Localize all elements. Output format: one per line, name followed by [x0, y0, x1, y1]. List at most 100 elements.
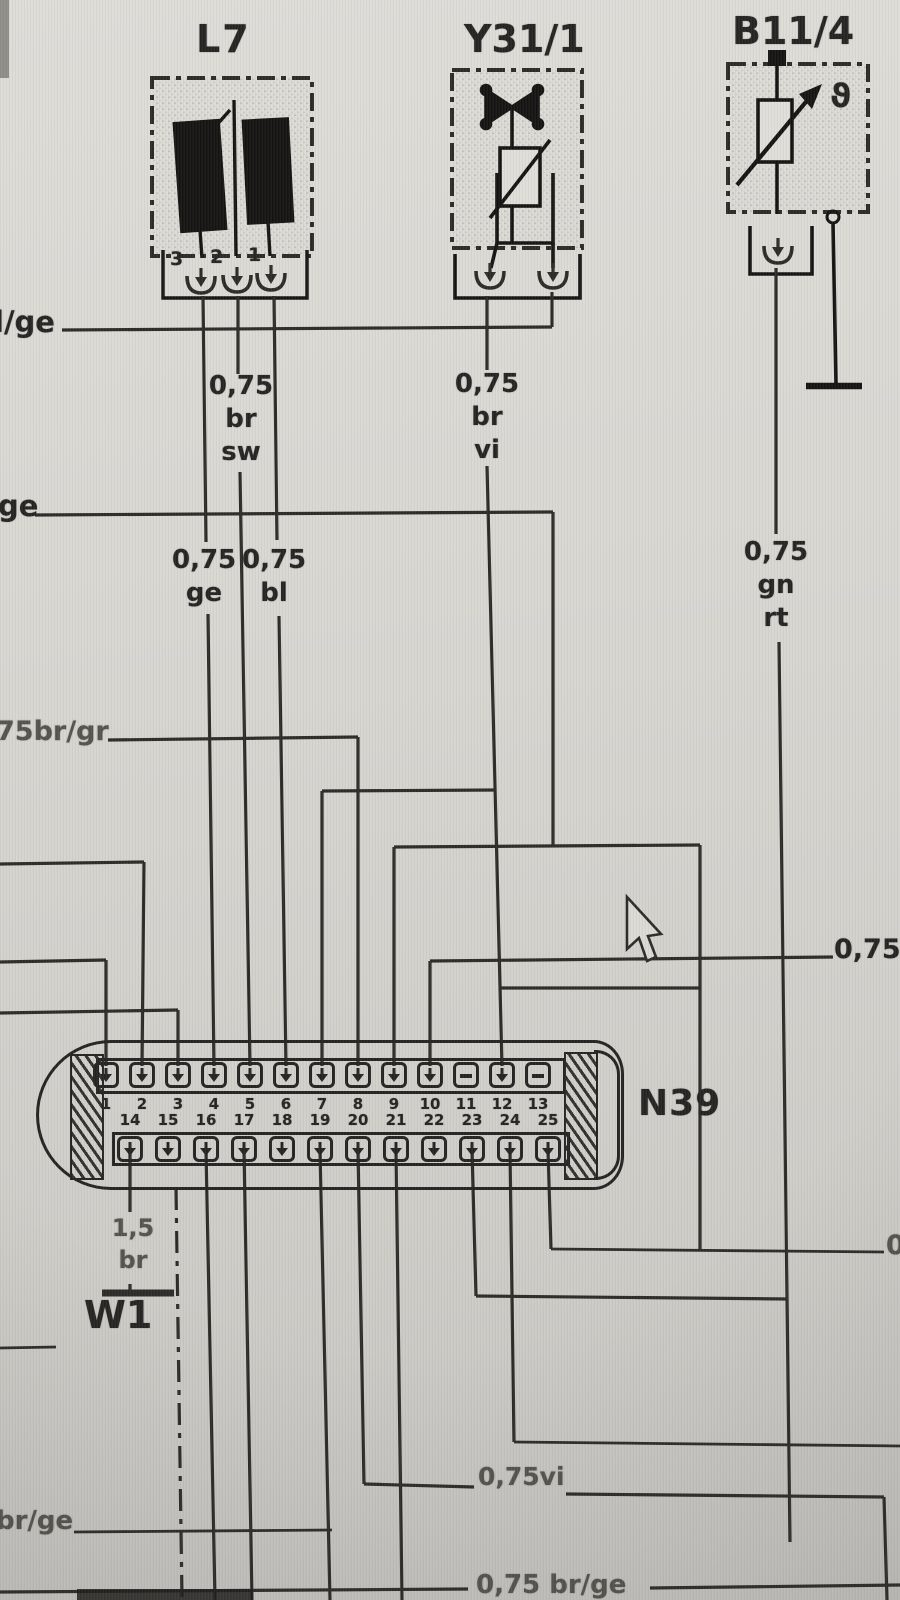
bottom-pin-socket	[383, 1136, 409, 1162]
edge-label-br-ge: br/ge	[0, 1506, 74, 1536]
wire-label-line: gn	[757, 570, 795, 600]
bottom-pin-number: 15	[157, 1111, 179, 1129]
top-pin-socket	[129, 1062, 155, 1088]
wire-label-line: vi	[474, 435, 500, 465]
ground-label-w1: W1	[84, 1293, 153, 1337]
pin-arrow-icon	[314, 1142, 326, 1157]
top-pin-number: 8	[352, 1095, 364, 1113]
mouse-cursor	[625, 893, 664, 963]
wire-label-075-br-ge: 0,75 br/ge	[476, 1570, 627, 1600]
top-pin-number: 13	[527, 1095, 549, 1113]
pin-arrow-icon	[460, 1068, 472, 1083]
wire-label-line: 0,75	[743, 537, 809, 567]
top-pin-number: 10	[419, 1095, 441, 1113]
wire-label-line: 0,75	[208, 371, 274, 401]
wire-group-main	[0, 268, 834, 1543]
bottom-pin-socket	[231, 1136, 257, 1162]
top-pin-socket	[525, 1062, 551, 1088]
top-pin-number: 7	[316, 1095, 328, 1113]
bottom-pin-number: 14	[119, 1111, 141, 1129]
wire-label-line: rt	[763, 603, 789, 633]
wire-label-15-br: 1,5 br	[105, 1212, 161, 1276]
bottom-pin-socket	[535, 1136, 561, 1162]
top-pin-socket	[453, 1062, 479, 1088]
bottom-pin-number: 22	[423, 1111, 445, 1129]
l7-terminal-2: 2	[210, 246, 224, 268]
wire-label-br-sw: 0,75 br sw	[206, 370, 276, 469]
edge-label-075-right: 0,75	[834, 934, 900, 965]
wire-label-line: ge	[185, 578, 223, 608]
pin-arrow-icon	[352, 1142, 364, 1157]
connector-body	[36, 1040, 624, 1190]
pin-arrow-icon	[124, 1142, 136, 1157]
pin-arrow-icon	[200, 1142, 212, 1157]
photo-dark-corner	[0, 0, 9, 78]
top-pin-socket	[417, 1062, 443, 1088]
edge-label-75br-gr: 75br/gr	[0, 716, 109, 747]
wire-label-075vi: 0,75vi	[478, 1462, 565, 1491]
l7-symbol	[161, 99, 309, 300]
top-pin-number: 11	[455, 1095, 477, 1113]
pin-arrow-icon	[496, 1068, 508, 1083]
wire-label-line: br	[225, 404, 257, 434]
bottom-pin-socket	[117, 1136, 143, 1162]
pin-arrow-icon	[428, 1142, 440, 1157]
pin-arrow-icon	[172, 1068, 184, 1083]
pin-arrow-icon	[244, 1068, 256, 1083]
top-pin-socket	[273, 1062, 299, 1088]
top-pin-socket	[345, 1062, 371, 1088]
bottom-pin-socket	[497, 1136, 523, 1162]
pin-arrow-icon	[276, 1142, 288, 1157]
component-title-l7: L7	[196, 17, 251, 61]
pin-arrow-icon	[136, 1068, 148, 1083]
wire-label-br-vi: 0,75 br vi	[452, 368, 522, 467]
pin-arrow-icon	[238, 1142, 250, 1157]
bottom-pin-number: 25	[537, 1111, 559, 1129]
wire-label-line: 0,75	[454, 369, 520, 399]
l7-terminal-3: 3	[170, 248, 184, 270]
bottom-pin-number: 18	[271, 1111, 293, 1129]
top-pin-socket	[93, 1062, 119, 1088]
bottom-pin-socket	[421, 1136, 447, 1162]
bottom-pin-socket	[345, 1136, 371, 1162]
wire-label-bl: 0,75 bl	[242, 544, 306, 610]
bottom-pin-socket	[155, 1136, 181, 1162]
bottom-pin-socket	[269, 1136, 295, 1162]
top-pin-number: 3	[172, 1095, 184, 1113]
top-pin-number: 5	[244, 1095, 256, 1113]
top-pin-socket	[381, 1062, 407, 1088]
top-pin-number: 4	[208, 1095, 220, 1113]
wire-label-line: 1,5	[111, 1214, 155, 1242]
pin-arrow-icon	[390, 1142, 402, 1157]
pin-arrow-icon	[162, 1142, 174, 1157]
bottom-pin-number: 24	[499, 1111, 521, 1129]
top-pin-socket	[237, 1062, 263, 1088]
top-pin-socket	[489, 1062, 515, 1088]
top-pin-socket	[165, 1062, 191, 1088]
wire-label-ge: 0,75 ge	[172, 544, 236, 610]
wire-label-gn-rt: 0,75 gn rt	[742, 536, 810, 635]
bottom-pin-number: 20	[347, 1111, 369, 1129]
pin-arrow-icon	[466, 1142, 478, 1157]
pin-arrow-icon	[388, 1068, 400, 1083]
pin-arrow-icon	[316, 1068, 328, 1083]
top-pin-number: 1	[100, 1095, 112, 1113]
bottom-pin-socket	[193, 1136, 219, 1162]
pin-arrow-icon	[100, 1068, 112, 1083]
pin-arrow-icon	[504, 1142, 516, 1157]
y31-1-symbol	[453, 83, 582, 300]
pin-arrow-icon	[280, 1068, 292, 1083]
pin-arrow-icon	[424, 1068, 436, 1083]
connector-name: N39	[638, 1083, 722, 1124]
wire-label-line: sw	[221, 437, 261, 467]
component-title-y31-1: Y31/1	[464, 17, 585, 61]
bottom-pin-number: 21	[385, 1111, 407, 1129]
connector-bottom-pin-strip	[112, 1132, 570, 1166]
pin-arrow-icon	[352, 1068, 364, 1083]
pin-arrow-icon	[532, 1068, 544, 1083]
bottom-pin-socket	[459, 1136, 485, 1162]
l7-terminal-1: 1	[248, 244, 262, 266]
wire-label-line: br	[471, 402, 503, 432]
b11-4-symbol	[735, 50, 862, 390]
